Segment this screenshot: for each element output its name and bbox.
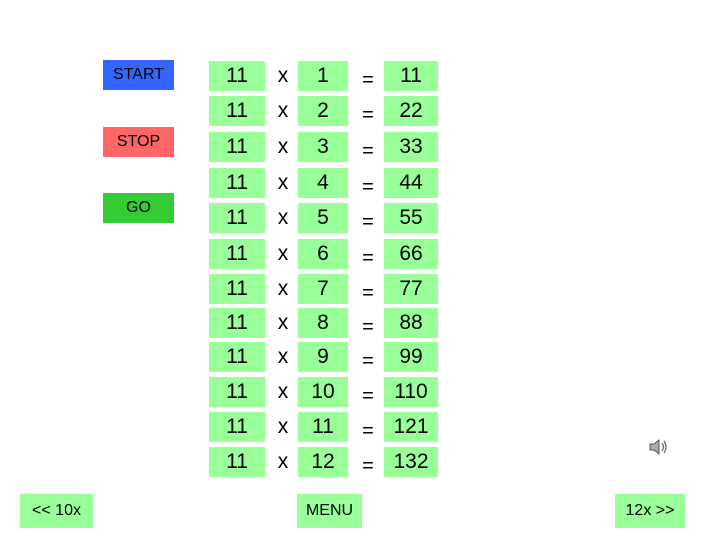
product: 66 [384, 239, 438, 269]
times-sign: x [277, 277, 289, 300]
equals-sign: = [362, 281, 374, 304]
times-sign: x [277, 380, 289, 403]
product: 44 [384, 168, 438, 198]
equals-sign: = [362, 454, 374, 477]
product: 88 [384, 308, 438, 338]
factor-a: 11 [209, 168, 265, 198]
product: 22 [384, 96, 438, 126]
prev-table-button[interactable]: << 10x [20, 494, 93, 528]
factor-b: 7 [298, 274, 348, 304]
times-sign: x [277, 242, 289, 265]
factor-b: 5 [298, 203, 348, 233]
go-button[interactable]: GO [103, 193, 174, 223]
times-sign: x [277, 99, 289, 122]
factor-b: 3 [298, 132, 348, 162]
times-sign: x [277, 311, 289, 334]
product: 121 [384, 412, 438, 442]
factor-b: 12 [298, 447, 348, 477]
product: 99 [384, 342, 438, 372]
product: 33 [384, 132, 438, 162]
factor-b: 4 [298, 168, 348, 198]
factor-b: 6 [298, 239, 348, 269]
equals-sign: = [362, 246, 374, 269]
product: 55 [384, 203, 438, 233]
next-table-button[interactable]: 12x >> [615, 494, 685, 528]
factor-a: 11 [209, 96, 265, 126]
start-button[interactable]: START [103, 60, 174, 90]
equals-sign: = [362, 175, 374, 198]
factor-b: 11 [298, 412, 348, 442]
factor-b: 1 [298, 61, 348, 91]
factor-a: 11 [209, 132, 265, 162]
product: 132 [384, 447, 438, 477]
product: 11 [384, 61, 438, 91]
product: 77 [384, 274, 438, 304]
times-sign: x [277, 64, 289, 87]
equals-sign: = [362, 210, 374, 233]
factor-a: 11 [209, 274, 265, 304]
factor-b: 8 [298, 308, 348, 338]
factor-a: 11 [209, 308, 265, 338]
times-sign: x [277, 206, 289, 229]
product: 110 [384, 377, 438, 407]
times-sign: x [277, 135, 289, 158]
equals-sign: = [362, 139, 374, 162]
equals-sign: = [362, 315, 374, 338]
times-sign: x [277, 345, 289, 368]
factor-a: 11 [209, 377, 265, 407]
speaker-icon[interactable] [648, 436, 670, 458]
stop-button[interactable]: STOP [103, 127, 174, 157]
factor-a: 11 [209, 412, 265, 442]
menu-button[interactable]: MENU [297, 494, 362, 528]
equals-sign: = [362, 384, 374, 407]
equals-sign: = [362, 419, 374, 442]
factor-a: 11 [209, 61, 265, 91]
times-sign: x [277, 171, 289, 194]
times-sign: x [277, 415, 289, 438]
equals-sign: = [362, 349, 374, 372]
factor-a: 11 [209, 447, 265, 477]
factor-a: 11 [209, 342, 265, 372]
factor-b: 2 [298, 96, 348, 126]
equals-sign: = [362, 103, 374, 126]
factor-a: 11 [209, 203, 265, 233]
factor-b: 10 [298, 377, 348, 407]
factor-a: 11 [209, 239, 265, 269]
equals-sign: = [362, 68, 374, 91]
factor-b: 9 [298, 342, 348, 372]
times-sign: x [277, 450, 289, 473]
